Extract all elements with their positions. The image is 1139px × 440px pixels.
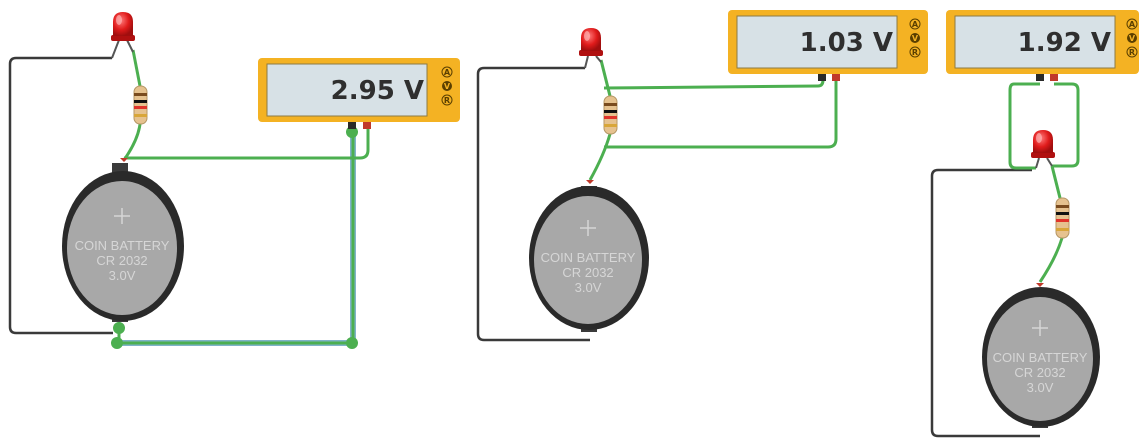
mode-v-button[interactable] bbox=[1127, 33, 1137, 43]
coin-battery[interactable]: COIN BATTERY CR 2032 3.0V bbox=[529, 180, 649, 332]
circuit-2: COIN BATTERY CR 2032 3.0V 1.03 V A V R bbox=[476, 10, 928, 342]
green-wire-to-meter[interactable] bbox=[124, 128, 370, 160]
black-wire[interactable] bbox=[8, 56, 113, 335]
battery-label-line3: 3.0V bbox=[1027, 380, 1054, 395]
mode-selector[interactable]: A V R bbox=[1126, 18, 1138, 58]
led[interactable] bbox=[579, 28, 603, 69]
coin-battery[interactable]: COIN BATTERY CR 2032 3.0V bbox=[982, 283, 1100, 428]
circuit-3: COIN BATTERY CR 2032 3.0V 1.92 V A V R bbox=[930, 10, 1139, 438]
green-wire-resistor-battery[interactable] bbox=[1038, 237, 1064, 283]
multimeter[interactable]: 2.95 V A V R bbox=[258, 58, 460, 129]
mode-a-button[interactable] bbox=[1126, 18, 1138, 30]
black-wire[interactable] bbox=[476, 66, 590, 342]
mode-r-label: R bbox=[912, 48, 918, 57]
meter-reading: 2.95 V bbox=[331, 76, 424, 106]
mode-r-button[interactable] bbox=[1126, 46, 1138, 58]
multimeter[interactable]: 1.03 V A V R bbox=[728, 10, 928, 81]
mode-r-button[interactable] bbox=[441, 94, 453, 106]
battery-label-line2: CR 2032 bbox=[1014, 365, 1065, 380]
battery-label-line2: CR 2032 bbox=[562, 265, 613, 280]
wire-endpoint[interactable] bbox=[111, 337, 123, 349]
battery-label-line1: COIN BATTERY bbox=[541, 250, 636, 265]
mode-selector[interactable]: A V R bbox=[441, 66, 453, 106]
green-wire-led-resistor[interactable] bbox=[131, 49, 142, 87]
battery-label-line1: COIN BATTERY bbox=[75, 238, 170, 253]
probe-pos[interactable] bbox=[363, 122, 371, 129]
mode-selector[interactable]: A V R bbox=[909, 18, 921, 58]
resistor[interactable] bbox=[133, 85, 148, 125]
mode-r-button[interactable] bbox=[909, 46, 921, 58]
mode-a-button[interactable] bbox=[441, 66, 453, 78]
green-wire-to-meter-neg[interactable] bbox=[603, 79, 825, 90]
green-wire-led-resistor[interactable] bbox=[1050, 165, 1062, 199]
black-wire[interactable] bbox=[930, 168, 1040, 438]
mode-v-button[interactable] bbox=[442, 81, 452, 91]
meter-reading: 1.92 V bbox=[1018, 28, 1111, 58]
green-wire-resistor-battery[interactable] bbox=[122, 123, 142, 161]
green-wire-loop[interactable] bbox=[1052, 82, 1080, 168]
mode-a-label: A bbox=[912, 20, 919, 29]
green-wire-resistor-battery[interactable] bbox=[588, 133, 612, 181]
green-wire-to-meter-pos[interactable] bbox=[604, 80, 838, 149]
green-wire-loop[interactable] bbox=[1008, 82, 1040, 170]
led[interactable] bbox=[111, 12, 135, 59]
probe-pos[interactable] bbox=[1050, 74, 1058, 81]
wire-endpoint[interactable] bbox=[346, 337, 358, 349]
mode-v-label: V bbox=[1129, 34, 1136, 43]
led[interactable] bbox=[1031, 130, 1055, 169]
mode-v-label: V bbox=[912, 34, 919, 43]
mode-a-button[interactable] bbox=[909, 18, 921, 30]
mode-a-label: A bbox=[1129, 20, 1136, 29]
resistor[interactable] bbox=[1055, 197, 1070, 239]
probe-neg[interactable] bbox=[348, 122, 356, 129]
coin-battery[interactable]: COIN BATTERY CR 2032 3.0V bbox=[62, 158, 184, 322]
multimeter[interactable]: 1.92 V A V R bbox=[946, 10, 1139, 81]
mode-a-label: A bbox=[444, 68, 451, 77]
mode-r-label: R bbox=[1129, 48, 1135, 57]
meter-reading: 1.03 V bbox=[800, 28, 893, 58]
mode-r-label: R bbox=[444, 96, 450, 105]
mode-v-button[interactable] bbox=[910, 33, 920, 43]
green-wire-led-resistor[interactable] bbox=[599, 59, 612, 97]
battery-label-line1: COIN BATTERY bbox=[993, 350, 1088, 365]
wire-endpoint[interactable] bbox=[113, 322, 125, 334]
probe-neg[interactable] bbox=[1036, 74, 1044, 81]
probe-neg[interactable] bbox=[818, 74, 826, 81]
battery-label-line3: 3.0V bbox=[109, 268, 136, 283]
resistor[interactable] bbox=[603, 95, 618, 135]
battery-label-line3: 3.0V bbox=[575, 280, 602, 295]
battery-label-line2: CR 2032 bbox=[96, 253, 147, 268]
circuit-1: COIN BATTERY CR 2032 3.0V 2.95 V A V R bbox=[8, 12, 460, 349]
mode-v-label: V bbox=[444, 82, 451, 91]
probe-pos[interactable] bbox=[832, 74, 840, 81]
